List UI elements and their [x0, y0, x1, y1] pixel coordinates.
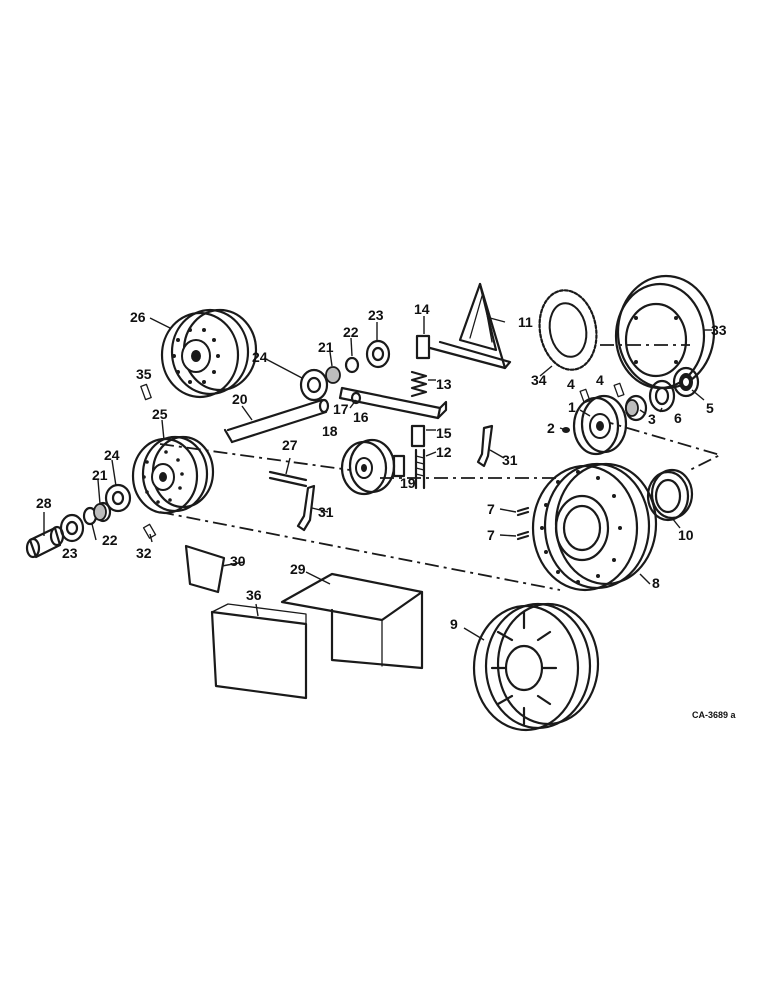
hub-1: [572, 394, 628, 456]
callout-29: 29: [290, 561, 306, 577]
drive-belt-lines: [159, 344, 723, 591]
shaft-20: [223, 398, 330, 444]
callout-24b: 24: [104, 447, 120, 463]
spacer-14: [415, 334, 431, 360]
callout-25: 25: [152, 406, 168, 422]
screw-7-upper: [516, 506, 530, 517]
clip-31-left: [296, 484, 316, 532]
callout-28: 28: [36, 495, 52, 511]
callout-22a: 22: [343, 324, 359, 340]
callout-5: 5: [706, 400, 714, 416]
callout-16: 16: [353, 409, 369, 425]
callout-15: 15: [436, 425, 452, 441]
callout-7a: 7: [487, 501, 495, 517]
callout-11: 11: [518, 314, 533, 330]
leader-lines: [43, 316, 712, 641]
callout-23b: 23: [62, 545, 78, 561]
callout-21a: 21: [318, 339, 334, 355]
flange-24-upper: [299, 368, 329, 402]
plate-30: [184, 544, 226, 594]
callout-36: 36: [246, 587, 262, 603]
sprocket-34: [538, 289, 598, 371]
ring-6: [648, 379, 676, 413]
callout-3: 3: [648, 411, 656, 427]
callout-7b: 7: [487, 527, 495, 543]
collar-21-lower: [93, 501, 112, 523]
shield-29: [280, 572, 424, 670]
bolt-12: [414, 448, 426, 490]
spacer-15: [410, 424, 426, 448]
pulley-18: [340, 438, 396, 496]
bearing-23-lower: [59, 513, 85, 543]
callout-10: 10: [678, 527, 694, 543]
callout-35: 35: [136, 366, 152, 382]
callout-34: 34: [531, 372, 547, 388]
pulley-26: [160, 308, 258, 399]
screw-4-left: [579, 388, 591, 404]
clip-31-right: [476, 424, 494, 468]
screw-7-lower: [516, 530, 530, 541]
callout-17: 17: [333, 401, 349, 417]
rod-27: [268, 470, 308, 488]
pulley-8: [531, 462, 658, 592]
callout-27: 27: [282, 437, 298, 453]
nut-5: [672, 366, 700, 398]
spring-13: [410, 370, 428, 398]
pulley-33: [614, 274, 716, 390]
callout-22b: 22: [102, 532, 118, 548]
callout-4a: 4: [567, 376, 575, 392]
callout-12: 12: [436, 444, 452, 460]
callout-31a: 31: [318, 504, 334, 520]
callout-30: 30: [230, 553, 246, 569]
pulley-25: [131, 435, 215, 515]
callout-18: 18: [322, 423, 338, 439]
pin-35: [140, 383, 152, 401]
shield-36: [210, 603, 308, 700]
pulley-9: [472, 602, 600, 732]
callout-labels: 1 2 3 4 4 5 6 7 7 8 9 10 11 12 13 14 15 …: [36, 301, 737, 720]
callout-20: 20: [232, 391, 248, 407]
callout-19: 19: [400, 475, 416, 491]
callout-4b: 4: [596, 372, 604, 388]
callout-31b: 31: [502, 452, 518, 468]
bushing-28: [25, 525, 65, 559]
screw-4-right: [613, 382, 625, 398]
callout-21b: 21: [92, 467, 108, 483]
key-32: [142, 523, 157, 539]
idler-arm-16: [338, 386, 448, 420]
callout-9: 9: [450, 616, 458, 632]
flange-24-lower: [104, 483, 132, 513]
bracket-11: [428, 282, 512, 370]
callout-26: 26: [130, 309, 146, 325]
callout-24a: 24: [252, 349, 268, 365]
collar-22-upper: [344, 356, 360, 374]
bearing-23-upper: [365, 339, 391, 369]
callout-23a: 23: [368, 307, 384, 323]
callout-33: 33: [711, 322, 727, 338]
hub-3: [624, 394, 648, 422]
collar-21-upper: [325, 366, 341, 384]
callout-14: 14: [414, 301, 430, 317]
callout-32: 32: [136, 545, 152, 561]
callout-2: 2: [547, 420, 555, 436]
callout-8: 8: [652, 575, 660, 591]
spacer-19: [392, 454, 406, 478]
drawing-reference: CA-3689 a: [692, 710, 737, 720]
callout-1: 1: [568, 399, 576, 415]
callout-6: 6: [674, 410, 682, 426]
callout-13: 13: [436, 376, 452, 392]
